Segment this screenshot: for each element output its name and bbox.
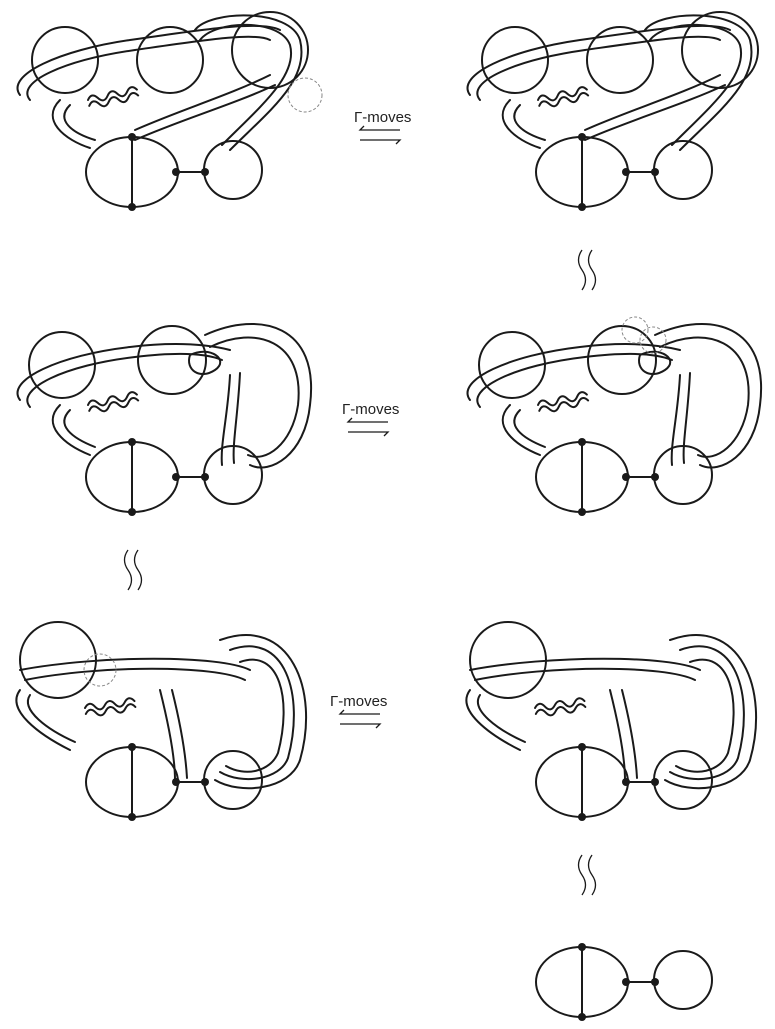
diagram-stage-6 — [466, 622, 756, 821]
double-arrow-icon — [360, 126, 400, 144]
diagram-stage-5 — [16, 622, 306, 821]
gamma-moves-label: Γ-moves — [330, 693, 387, 710]
double-arrow-icon — [340, 710, 380, 728]
diagram-stage-4 — [18, 324, 312, 516]
gamma-moves-label: Γ-moves — [342, 401, 399, 418]
gamma-moves-arrow-2: Γ-moves — [342, 401, 399, 436]
diagram-stage-3 — [468, 317, 762, 516]
highlight-circle — [288, 78, 322, 112]
wavy-equivalence-icon — [579, 855, 596, 895]
diagram-stage-7 — [536, 943, 712, 1021]
diagram-stage-2 — [468, 12, 758, 211]
wavy-equivalence-icon — [579, 250, 596, 290]
double-arrow-icon — [348, 418, 388, 436]
gamma-moves-arrow-3: Γ-moves — [330, 693, 387, 728]
gamma-moves-arrow-1: Γ-moves — [354, 109, 411, 144]
diagram-stage-1 — [18, 12, 322, 211]
gamma-moves-label: Γ-moves — [354, 109, 411, 126]
wavy-equivalence-icon — [125, 550, 142, 590]
